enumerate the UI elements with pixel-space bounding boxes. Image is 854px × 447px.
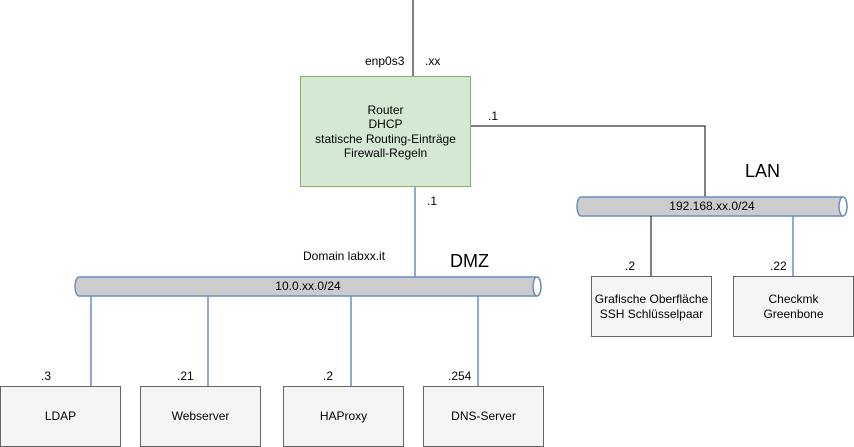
checkmk-host-ip-label: .22: [770, 259, 787, 273]
checkmk-host-label-0: Checkmk: [768, 292, 819, 306]
haproxy-ip-label: .2: [323, 369, 334, 383]
router-node: Router DHCP statische Routing-Einträge F…: [300, 76, 471, 187]
gui-host-ip-label: .2: [625, 259, 636, 273]
checkmk-host-label-1: Greenbone: [763, 306, 824, 321]
ldap-ip-label: .3: [41, 369, 52, 383]
dmz-title: DMZ: [450, 251, 489, 271]
router-dmz-ip-label: .1: [427, 194, 438, 208]
router-label-0: Router: [367, 102, 404, 117]
router-lan-ip-label: .1: [488, 109, 499, 123]
haproxy-label: HAProxy: [319, 409, 368, 424]
gui-host-label-0: Grafische Oberfläche: [594, 292, 709, 306]
router-label-2: statische Routing-Einträge: [315, 131, 456, 146]
haproxy-node: HAProxy: [283, 386, 404, 447]
webserver-node: Webserver: [140, 386, 261, 447]
dmz-bus: [74, 276, 542, 297]
dmz-network-label: 10.0.xx.0/24: [275, 279, 341, 293]
lan-title: LAN: [745, 161, 781, 181]
webserver-label: Webserver: [171, 409, 230, 424]
ldap-server-label: LDAP: [44, 409, 77, 424]
dns-server-label: DNS-Server: [451, 409, 516, 424]
router-label-1: DHCP: [368, 117, 403, 131]
router-label-3: Firewall-Regeln: [343, 146, 428, 160]
uplink-interface-label: enp0s3: [365, 54, 405, 68]
uplink-ip-label: .xx: [425, 54, 441, 68]
lan-network-label: 192.168.xx.0/24: [669, 199, 755, 213]
checkmk-host-node: Checkmk Greenbone: [733, 276, 854, 337]
dmz-domain-label: Domain labxx.it: [303, 249, 386, 263]
lan-bus: [576, 196, 848, 217]
dns-server-ip-label: .254: [448, 369, 472, 383]
router-lan-connector: [470, 125, 706, 197]
gui-host-label-1: SSH Schlüsselpaar: [599, 306, 704, 321]
webserver-ip-label: .21: [177, 369, 194, 383]
dns-server-node: DNS-Server: [423, 386, 544, 447]
ldap-server-node: LDAP: [0, 386, 121, 447]
gui-host-node: Grafische Oberfläche SSH Schlüsselpaar: [591, 276, 712, 337]
